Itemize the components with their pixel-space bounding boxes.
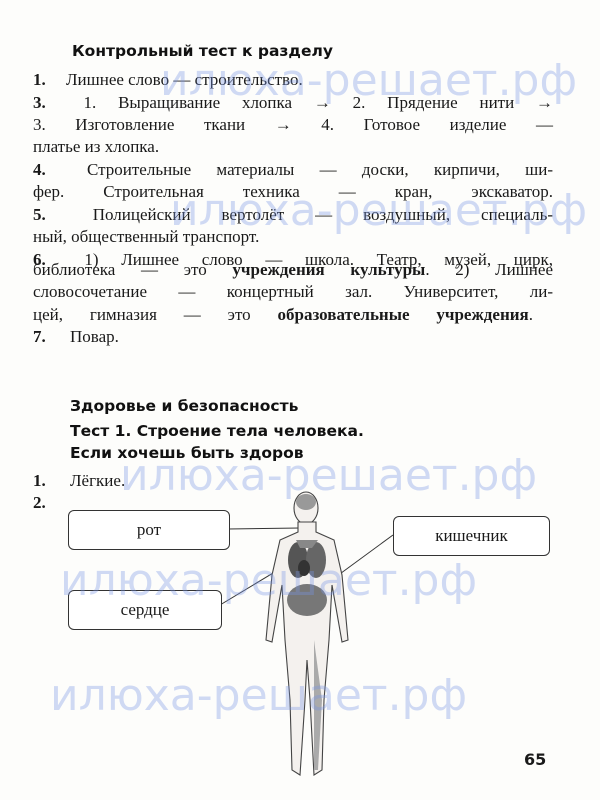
answer-text: платье из хлопка. [33, 137, 160, 156]
answer-line: 5. Полицейский вертолёт — воздушный, спе… [33, 204, 553, 226]
page-number: 65 [524, 750, 547, 769]
answer-1-lungs: 1. Лёгкие. [33, 470, 553, 492]
test-subtitle: Если хочешь быть здоров [70, 444, 304, 462]
answer-number: 1. [33, 471, 46, 490]
answer-number: 5. [33, 205, 46, 224]
text: . [528, 305, 533, 324]
answer-text: фер. Строительная техника — кран, экскав… [33, 182, 553, 201]
bold-text: учреждения культуры [232, 260, 426, 279]
answer-text: 1. Выращивание хлопка → 2. Прядение нити… [61, 93, 553, 112]
answer-6-line-2: библиотека — это учреждения культуры. 2)… [33, 259, 553, 281]
answer-7: 7. Повар. [33, 326, 553, 348]
label-intestine: кишечник [393, 516, 550, 556]
answer-number: 6. [33, 250, 46, 269]
answer-line: 3. Изготовление ткани → 4. Готовое издел… [33, 114, 553, 136]
section-title: Контрольный тест к разделу [72, 42, 333, 60]
answer-text: 1) Лишнее слово — школа. Театр, музей, ц… [61, 250, 553, 269]
answer-text: Строительные материалы — доски, кирпичи,… [61, 160, 553, 179]
answer-text: ный, общественный транспорт. [33, 227, 260, 246]
answer-6-line-4: цей, гимназия — это образовательные учре… [33, 304, 533, 326]
bold-text: образовательные учреждения [277, 305, 529, 324]
text: цей, гимназия — это [33, 305, 278, 324]
answer-number: 2. [33, 493, 46, 512]
label-mouth: рот [68, 510, 230, 550]
answer-2: 2. [33, 492, 553, 514]
answer-number: 1. [33, 70, 46, 89]
answer-text: Полицейский вертолёт — воздушный, специа… [61, 205, 553, 224]
answer-text: Повар. [65, 327, 119, 346]
answer-text: Лишнее слово — строительство. [61, 70, 303, 89]
answer-text: Лёгкие. [65, 471, 126, 490]
test-title: Тест 1. Строение тела человека. [70, 422, 364, 440]
answer-number: 3. [33, 93, 46, 112]
answer-number: 7. [33, 327, 46, 346]
answer-number: 4. [33, 160, 46, 179]
answer-line: платье из хлопка. [33, 136, 553, 158]
answer-line: 6. 1) Лишнее слово — школа. Театр, музей… [33, 249, 553, 271]
answer-6-line-3: словосочетание — концертный зал. Универс… [33, 282, 553, 301]
text: . 2) Лишнее [425, 260, 553, 279]
section-title-health: Здоровье и безопасность [70, 397, 299, 415]
answer-line: фер. Строительная техника — кран, экскав… [33, 181, 553, 203]
leader-line-mouth [227, 527, 301, 530]
text: библиотека — это [33, 260, 233, 279]
answer-line: 1. Лишнее слово — строительство. [33, 69, 393, 91]
answer-text: 3. Изготовление ткани → 4. Готовое издел… [33, 115, 553, 134]
label-heart: сердце [68, 590, 222, 630]
answer-line: 3. 1. Выращивание хлопка → 2. Прядение н… [33, 92, 553, 114]
answer-line: ный, общественный транспорт. [33, 226, 553, 248]
answer-line: 4. Строительные материалы — доски, кирпи… [33, 159, 553, 181]
